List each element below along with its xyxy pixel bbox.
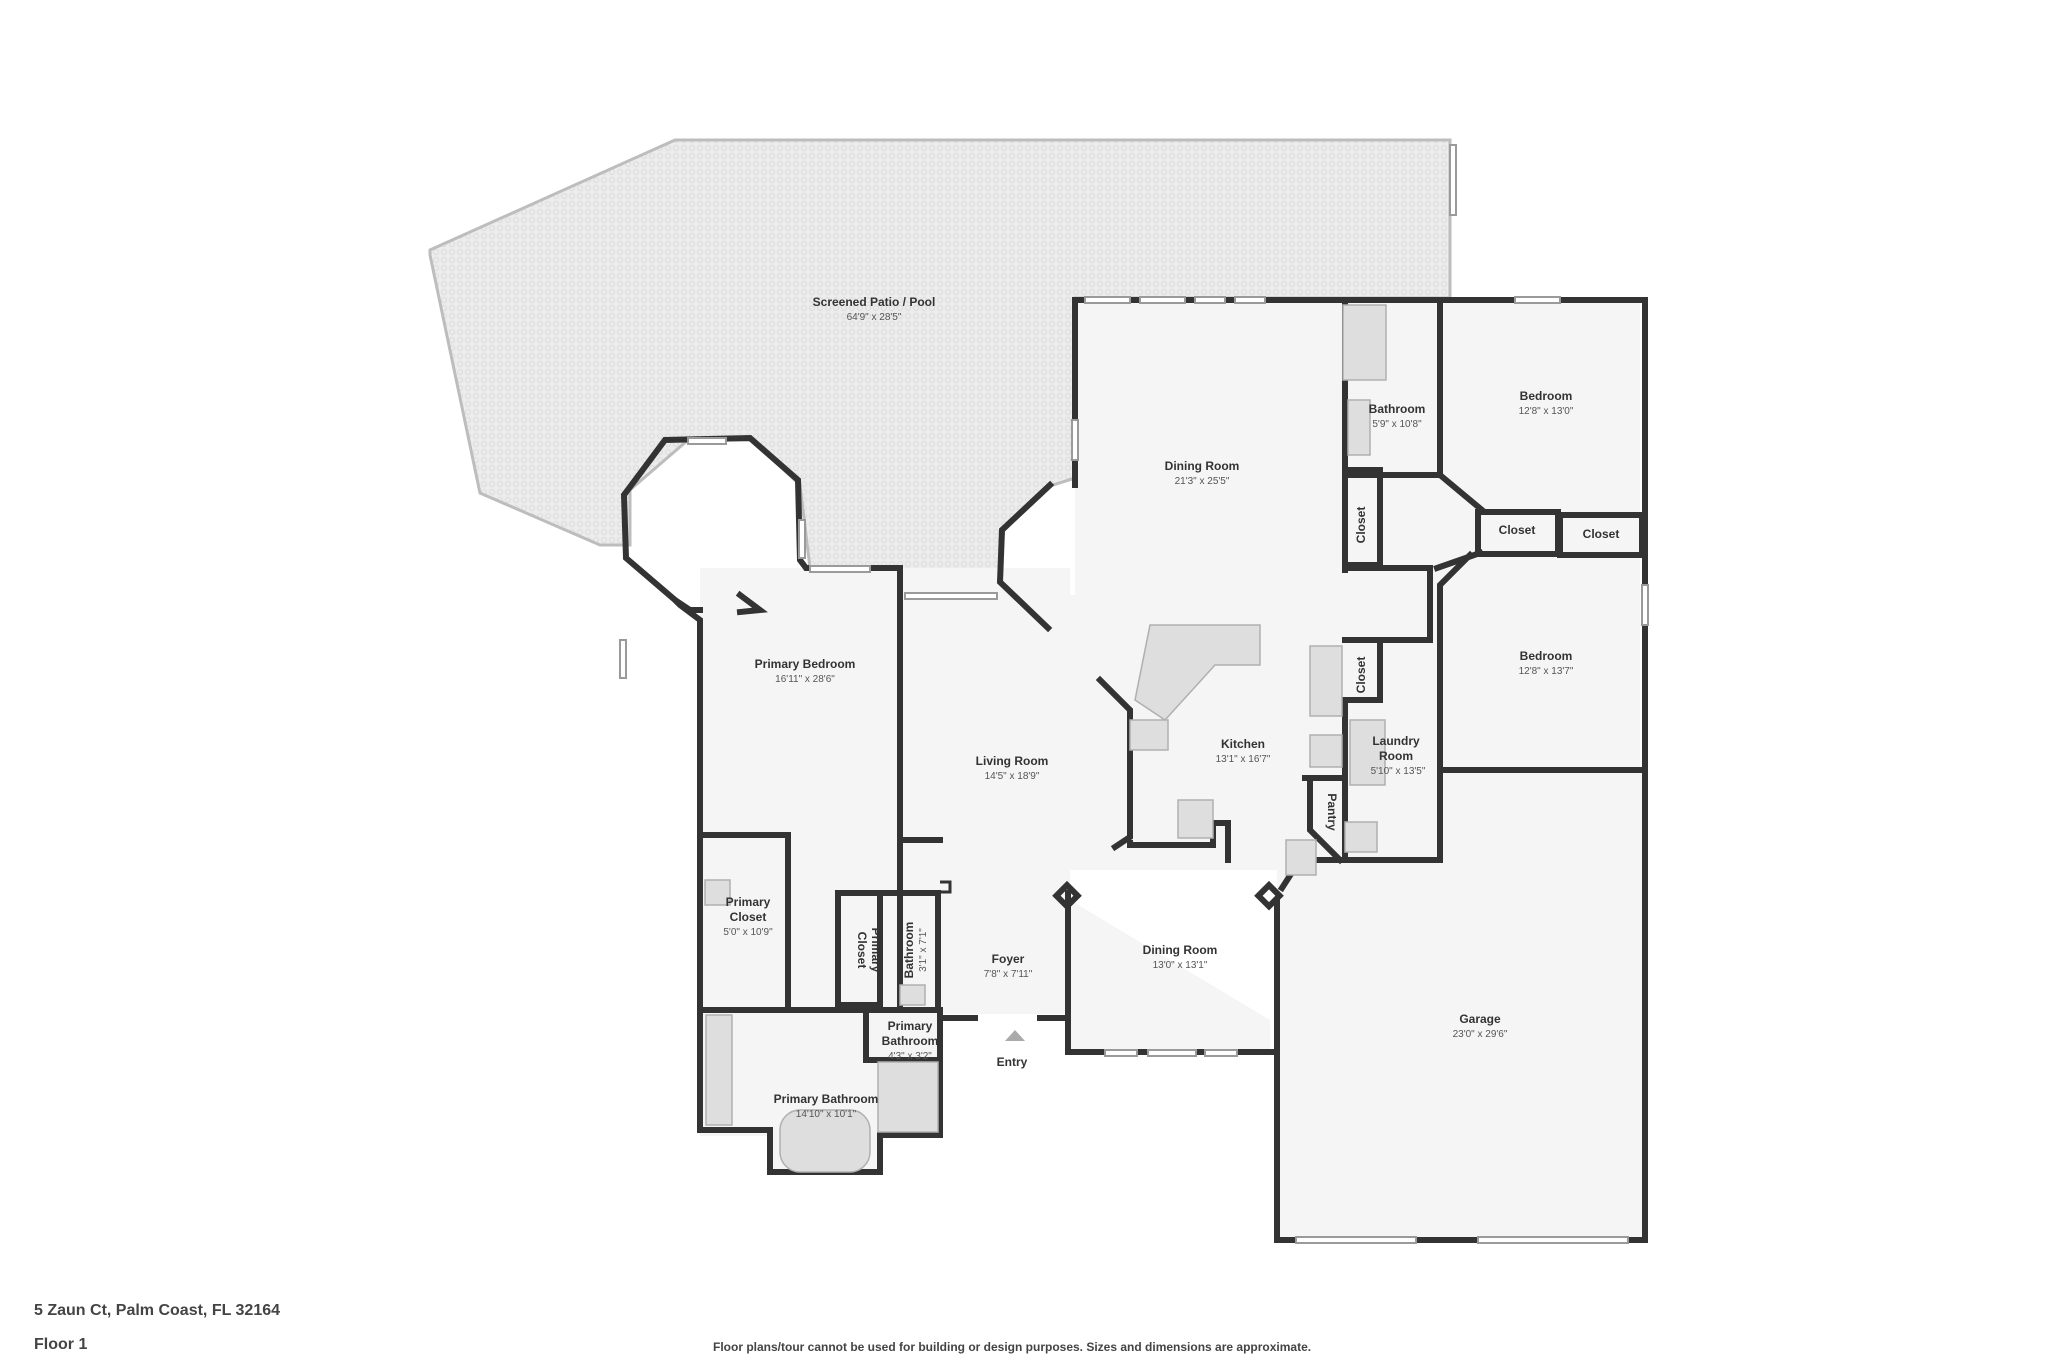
foyer-dim: 7'8" x 7'11" <box>984 969 1033 980</box>
closet-4-label: Closet <box>1354 657 1368 694</box>
walls <box>620 297 1648 1243</box>
bedroom-1-label: Bedroom <box>1520 389 1573 403</box>
patio-label: Screened Patio / Pool <box>813 295 936 309</box>
interior-floor <box>700 300 1642 1240</box>
bathroom-2-dim: 3'1" x 7'1" <box>918 928 929 972</box>
kitchen-label: Kitchen <box>1221 737 1265 751</box>
dining-room-1-label: Dining Room <box>1165 459 1240 473</box>
closet-1-label: Closet <box>1354 507 1368 544</box>
closet-2-label: Closet <box>1499 523 1536 537</box>
kitchen-dim: 13'1" x 16'7" <box>1216 754 1271 765</box>
primary-closet-2-line1: Primary <box>869 928 883 973</box>
dining-room-2-dim: 13'0" x 13'1" <box>1153 960 1208 971</box>
property-address: 5 Zaun Ct, Palm Coast, FL 32164 <box>34 1302 281 1319</box>
bathroom-2-label: Bathroom <box>902 922 916 979</box>
bathroom-1-label: Bathroom <box>1369 402 1426 416</box>
primary-bedroom-label: Primary Bedroom <box>755 657 856 671</box>
laundry-label-line2: Room <box>1379 749 1413 763</box>
garage-dim: 23'0" x 29'6" <box>1453 1029 1508 1040</box>
patio-dim: 64'9" x 28'5" <box>847 312 902 323</box>
foyer-label: Foyer <box>992 952 1025 966</box>
floor-label: Floor 1 <box>34 1336 88 1353</box>
fixtures <box>704 304 1387 1173</box>
primary-bathroom-label: Primary Bathroom <box>774 1092 879 1106</box>
primary-bathroom-small-dim: 4'3" x 3'2" <box>888 1051 932 1062</box>
bedroom-2-label: Bedroom <box>1520 649 1573 663</box>
bathroom-1-dim: 5'9" x 10'8" <box>1372 419 1422 430</box>
entry-arrow-icon <box>1005 1030 1025 1041</box>
primary-closet-2-line2: Closet <box>855 932 869 969</box>
primary-closet-1-dim: 5'0" x 10'9" <box>723 927 773 938</box>
laundry-label-line1: Laundry <box>1372 734 1420 748</box>
living-room-dim: 14'5" x 18'9" <box>985 771 1040 782</box>
laundry-dim: 5'10" x 13'5" <box>1371 766 1426 777</box>
dining-room-2-label: Dining Room <box>1143 943 1218 957</box>
primary-closet-1-line1: Primary <box>726 895 771 909</box>
windows <box>619 144 1649 1244</box>
dining-room-1-dim: 21'3" x 25'5" <box>1175 476 1230 487</box>
pantry-label: Pantry <box>1325 793 1339 831</box>
bedroom-1-dim: 12'8" x 13'0" <box>1519 406 1574 417</box>
primary-closet-1-line2: Closet <box>730 910 767 924</box>
garage-label: Garage <box>1459 1012 1501 1026</box>
entry-label: Entry <box>997 1055 1028 1069</box>
closet-3-label: Closet <box>1583 527 1620 541</box>
primary-bathroom-small-line1: Primary <box>888 1019 933 1033</box>
room-labels: Screened Patio / Pool 64'9" x 28'5" Dini… <box>723 295 1619 1120</box>
primary-bedroom-dim: 16'11" x 28'6" <box>775 674 835 685</box>
disclaimer-text: Floor plans/tour cannot be used for buil… <box>713 1340 1312 1354</box>
primary-bathroom-small-line2: Bathroom <box>882 1034 939 1048</box>
bedroom-2-dim: 12'8" x 13'7" <box>1519 666 1574 677</box>
living-room-label: Living Room <box>976 754 1049 768</box>
primary-bathroom-dim: 14'10" x 10'1" <box>796 1109 857 1120</box>
